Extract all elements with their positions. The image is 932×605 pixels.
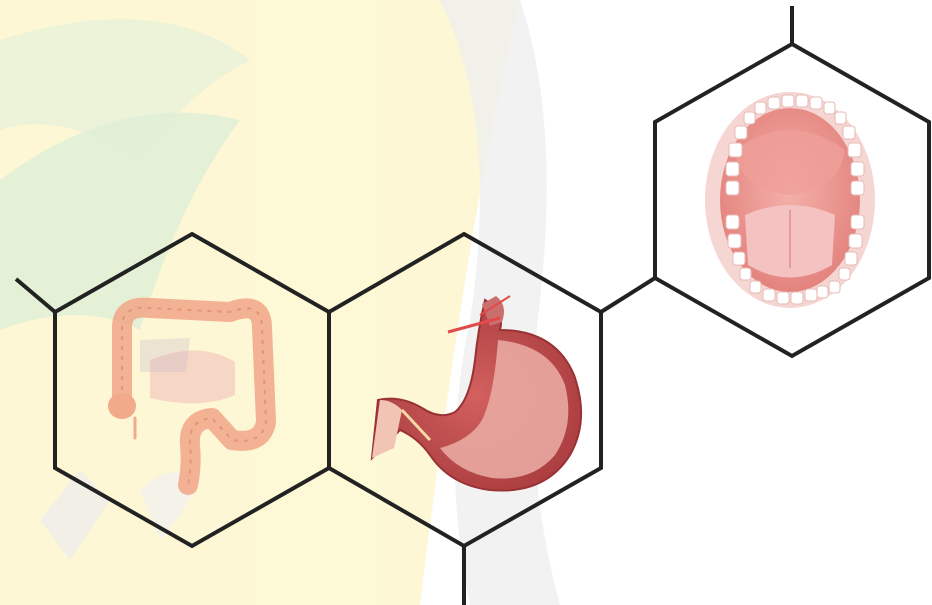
connector-stomach-mouth <box>601 278 655 312</box>
watermark-background <box>0 0 560 605</box>
mouth-icon <box>705 92 875 308</box>
